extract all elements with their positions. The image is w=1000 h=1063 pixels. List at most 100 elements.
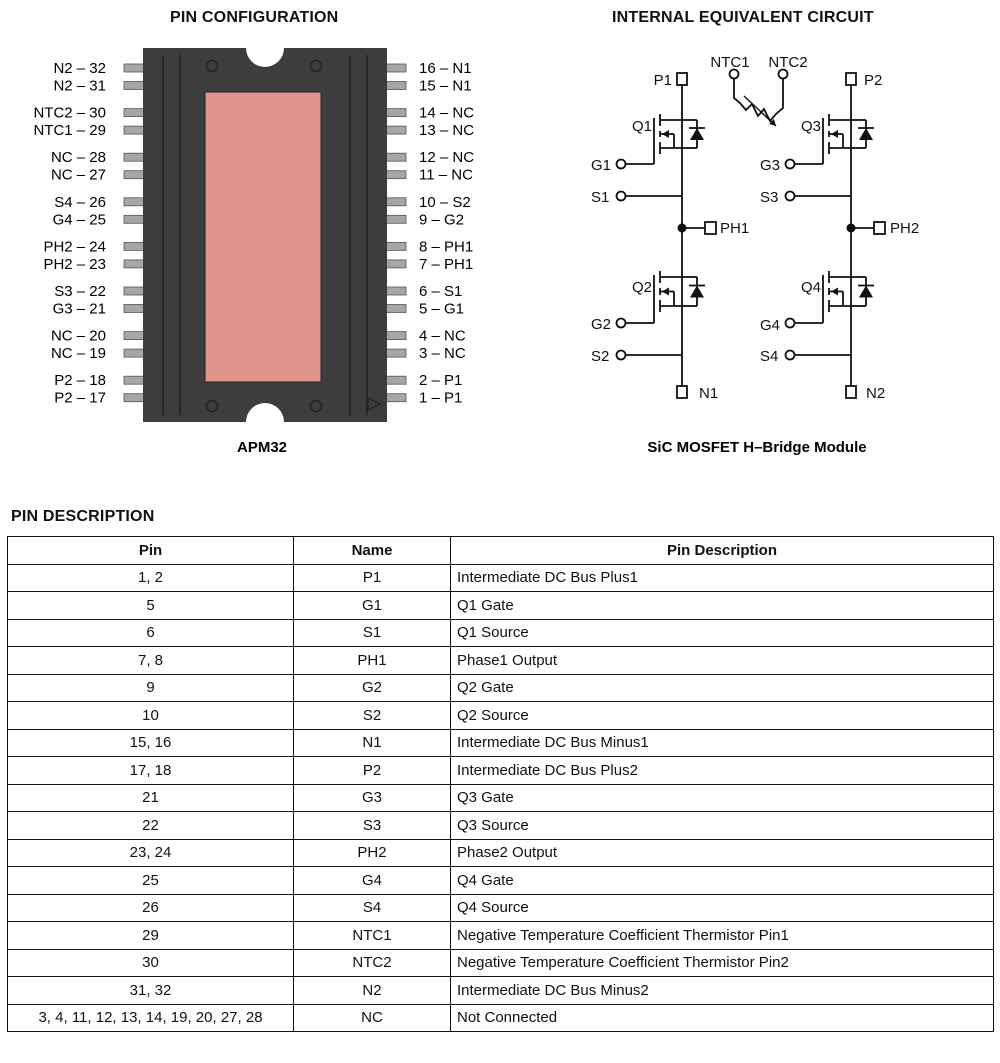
pin-cell: 31, 32 xyxy=(7,976,294,1005)
right-pin-label: 5 – G1 xyxy=(419,301,464,318)
internal-circuit-title: INTERNAL EQUIVALENT CIRCUIT xyxy=(612,9,874,26)
description-cell: Negative Temperature Coefficient Thermis… xyxy=(450,948,994,977)
description-cell: Q2 Source xyxy=(450,701,994,730)
description-cell: Q3 Source xyxy=(450,811,994,840)
name-cell: G1 xyxy=(293,591,451,620)
left-pin-label: G3 – 21 xyxy=(53,301,106,318)
name-cell: NTC2 xyxy=(293,948,451,977)
pin-cell: 25 xyxy=(7,866,294,895)
p2-label: P2 xyxy=(864,72,882,89)
right-pin-label: 14 – NC xyxy=(419,105,474,122)
right-lead xyxy=(385,375,407,385)
description-cell: Q3 Gate xyxy=(450,783,994,812)
left-lead xyxy=(123,304,145,313)
name-cell: PH1 xyxy=(293,646,451,675)
left-pin-label: S4 – 26 xyxy=(54,194,106,211)
description-cell: Q4 Source xyxy=(450,893,994,922)
right-pin-label: 1 – P1 xyxy=(419,390,462,407)
left-pin-label: N2 – 32 xyxy=(53,60,106,77)
pin-cell: 30 xyxy=(7,948,294,977)
right-pin-label: 7 – PH1 xyxy=(419,256,473,273)
g4-label: G4 xyxy=(760,317,780,334)
header-pin: Pin xyxy=(7,536,294,565)
pin-cell: 21 xyxy=(7,783,294,812)
name-cell: G2 xyxy=(293,673,451,702)
n1-label: N1 xyxy=(699,385,718,402)
left-pin-label: P2 – 17 xyxy=(54,390,106,407)
circuit-labels: P1 P2 NTC1 NTC2 Q1 Q3 Q2 Q4 G1 G3 G2 G4 … xyxy=(591,54,919,402)
left-lead xyxy=(123,152,145,162)
right-pin-label: 13 – NC xyxy=(419,122,474,139)
right-lead xyxy=(385,125,407,135)
name-cell: G3 xyxy=(293,783,451,812)
right-lead xyxy=(385,259,407,269)
name-cell: PH2 xyxy=(293,838,451,867)
pin-description-title: PIN DESCRIPTION xyxy=(11,508,155,525)
description-cell: Not Connected xyxy=(450,1003,994,1032)
pin-cell: 5 xyxy=(7,591,294,620)
left-lead xyxy=(123,197,145,207)
name-cell: NTC1 xyxy=(293,921,451,950)
ph1-label: PH1 xyxy=(720,220,749,237)
description-cell: Q2 Gate xyxy=(450,673,994,702)
n2-terminal xyxy=(845,385,857,399)
pin-cell: 3, 4, 11, 12, 13, 14, 19, 20, 27, 28 xyxy=(7,1003,294,1032)
right-pin-label: 12 – NC xyxy=(419,149,474,166)
p2-terminal xyxy=(845,72,857,86)
left-lead xyxy=(123,81,145,90)
right-pin-label: 8 – PH1 xyxy=(419,238,473,255)
left-lead xyxy=(123,348,145,358)
ph1-terminal xyxy=(704,221,717,235)
mosfet-q4 xyxy=(784,271,874,329)
q1-label: Q1 xyxy=(632,118,652,135)
pin-cell: 29 xyxy=(7,921,294,950)
right-lead xyxy=(385,393,407,403)
description-cell: Phase2 Output xyxy=(450,838,994,867)
right-lead xyxy=(385,152,407,162)
q2-label: Q2 xyxy=(632,279,652,296)
circuit-schematic xyxy=(615,68,886,399)
pin-cell: 15, 16 xyxy=(7,728,294,757)
right-lead xyxy=(385,81,407,90)
name-cell: S2 xyxy=(293,701,451,730)
name-cell: S3 xyxy=(293,811,451,840)
g3-label: G3 xyxy=(760,157,780,174)
circuit-caption: SiC MOSFET H–Bridge Module xyxy=(647,439,866,456)
description-cell: Intermediate DC Bus Minus2 xyxy=(450,976,994,1005)
ntc-thermistor xyxy=(733,79,784,123)
pin-cell: 6 xyxy=(7,618,294,647)
description-cell: Q1 Source xyxy=(450,618,994,647)
pin1-marker-icon xyxy=(367,397,382,411)
left-pin-label: PH2 – 23 xyxy=(43,256,106,273)
right-lead xyxy=(385,304,407,313)
pin-cell: 17, 18 xyxy=(7,756,294,785)
description-cell: Intermediate DC Bus Plus1 xyxy=(450,563,994,592)
left-lead xyxy=(123,63,145,73)
left-pin-label: N2 – 31 xyxy=(53,78,106,95)
right-lead xyxy=(385,348,407,358)
left-pin-label: NC – 20 xyxy=(51,328,106,345)
mosfet-q1 xyxy=(615,114,705,170)
pin-cell: 10 xyxy=(7,701,294,730)
package-name: APM32 xyxy=(237,439,287,456)
n2-label: N2 xyxy=(866,385,885,402)
description-cell: Q1 Gate xyxy=(450,591,994,620)
ph2-label: PH2 xyxy=(890,220,919,237)
left-lead-group xyxy=(123,63,145,403)
s1-label: S1 xyxy=(591,189,609,206)
pin-cell: 1, 2 xyxy=(7,563,294,592)
q3-label: Q3 xyxy=(801,118,821,135)
description-cell: Intermediate DC Bus Plus2 xyxy=(450,756,994,785)
ph2-terminal xyxy=(873,221,886,235)
name-cell: N2 xyxy=(293,976,451,1005)
